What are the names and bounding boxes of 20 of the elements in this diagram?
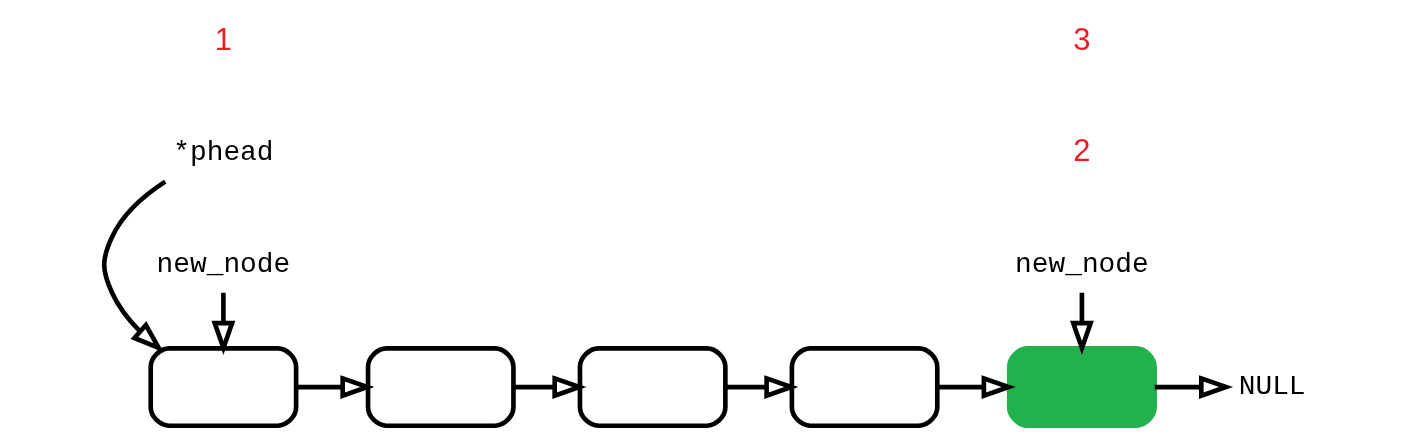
arrow [295,375,374,399]
arrow [936,375,1016,399]
arrow [101,179,167,353]
arrow [725,375,798,399]
label: 2 [1072,133,1091,169]
node-box [1006,346,1157,429]
node-box [577,346,728,429]
arrow [1154,375,1233,399]
label: 3 [1072,21,1091,57]
node-text: new_node [1014,248,1149,280]
arrow [210,292,235,355]
label: 1 [214,21,232,57]
arrow [513,375,586,399]
arrow [1069,292,1094,355]
node-text: NULL [1238,370,1306,402]
node-box [365,346,516,429]
node-box [789,346,940,429]
node-box [147,346,298,429]
node-text: *phead [172,137,274,169]
node-text: new_node [156,248,290,280]
